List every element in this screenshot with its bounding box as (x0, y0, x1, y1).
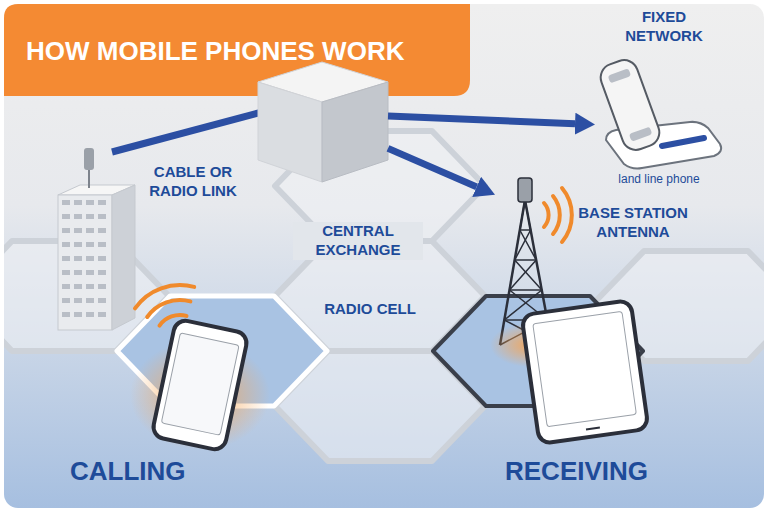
calling-label: CALLING (70, 455, 186, 488)
receiving-label: RECEIVING (505, 455, 648, 488)
tower-waves (544, 188, 572, 242)
exchange-node: CENTRAL EXCHANGE (258, 62, 388, 182)
title-banner (4, 4, 470, 96)
node-heading: CENTRAL EXCHANGE (293, 222, 423, 260)
link-label: CABLE OR RADIO LINK (138, 163, 248, 201)
connector-arrow (388, 116, 575, 124)
cell-label: RADIO CELL (305, 300, 435, 319)
connector-arrow (388, 148, 477, 186)
receiving-phone (521, 300, 648, 444)
calling-phone (151, 319, 248, 452)
node-caption: land line phone (595, 172, 723, 187)
diagram-title: HOW MOBILE PHONES WORK (26, 36, 404, 67)
land-line-phone (597, 56, 721, 168)
node-heading: FIXED NETWORK (609, 8, 719, 46)
landline-node: FIXED NETWORK land line phone (595, 8, 723, 190)
node-heading: BASE STATION ANTENNA (573, 204, 693, 242)
calling-building (58, 148, 135, 330)
link-arrow (112, 111, 266, 152)
exchange-cube (258, 62, 388, 182)
radio-cell-grid (4, 131, 764, 461)
antenna-node: BASE STATION ANTENNA (495, 178, 695, 346)
